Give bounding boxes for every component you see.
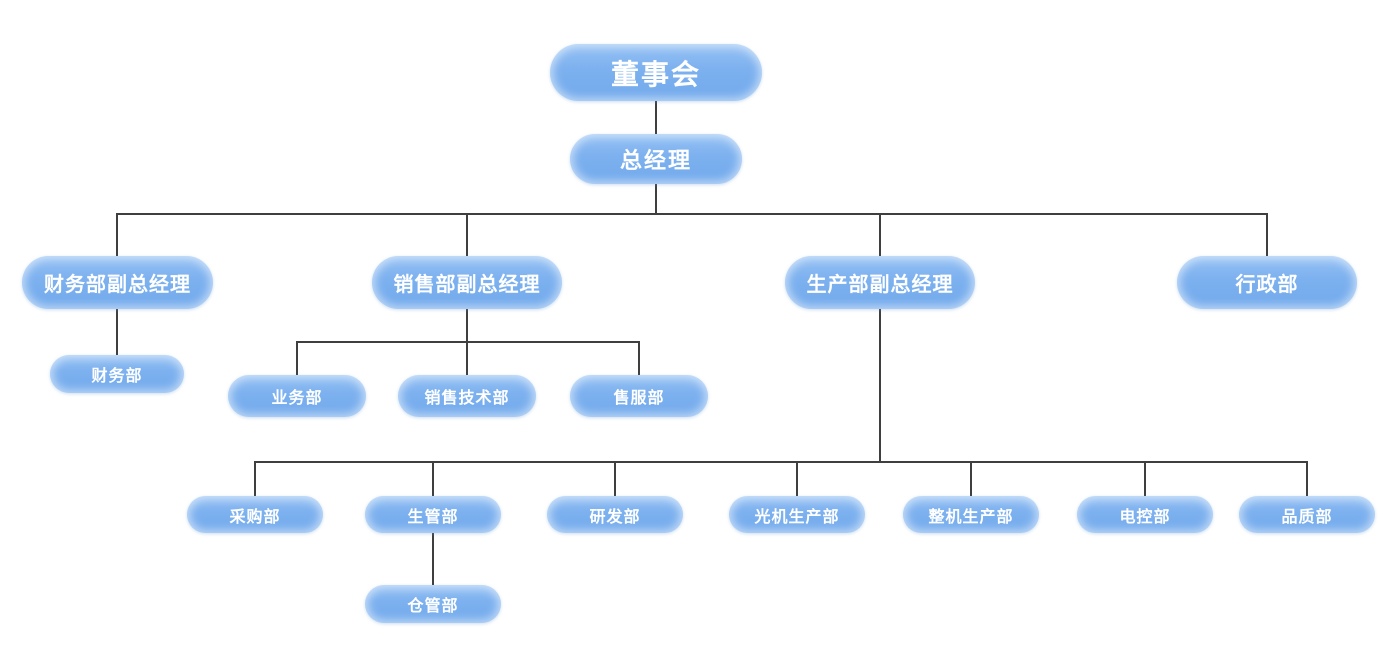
org-node-electric-ctrl[interactable]: 电控部 xyxy=(1077,496,1213,533)
org-node-quality[interactable]: 品质部 xyxy=(1239,496,1375,533)
org-node-electric-ctrl-label: 电控部 xyxy=(1119,506,1171,526)
org-node-warehouse-label: 仓管部 xyxy=(407,596,459,615)
org-node-production-vp-label: 生产部副总经理 xyxy=(806,272,954,296)
org-node-rnd[interactable]: 研发部 xyxy=(547,496,683,533)
org-node-purchasing-label: 采购部 xyxy=(229,506,281,526)
org-node-prod-mgmt[interactable]: 生管部 xyxy=(365,496,501,533)
org-node-optical-prod-label: 光机生产部 xyxy=(754,506,840,526)
org-node-admin[interactable]: 行政部 xyxy=(1177,256,1357,309)
org-node-production-vp[interactable]: 生产部副总经理 xyxy=(785,256,975,309)
org-node-board[interactable]: 董事会 xyxy=(550,44,762,101)
org-node-rnd-label: 研发部 xyxy=(589,506,641,526)
org-node-after-sales-label: 售服部 xyxy=(613,388,665,407)
org-node-after-sales[interactable]: 售服部 xyxy=(570,375,708,417)
org-node-admin-label: 行政部 xyxy=(1235,272,1299,296)
org-node-complete-prod-label: 整机生产部 xyxy=(928,506,1014,526)
org-node-sales-vp-label: 销售部副总经理 xyxy=(393,272,541,296)
org-node-finance-vp-label: 财务部副总经理 xyxy=(44,272,191,296)
org-node-sales-vp[interactable]: 销售部副总经理 xyxy=(372,256,562,309)
org-node-optical-prod[interactable]: 光机生产部 xyxy=(729,496,865,533)
org-node-complete-prod[interactable]: 整机生产部 xyxy=(903,496,1039,533)
org-node-sales-tech-label: 销售技术部 xyxy=(424,388,510,407)
org-node-business-label: 业务部 xyxy=(271,388,323,407)
org-node-board-label: 董事会 xyxy=(610,57,701,91)
org-node-purchasing[interactable]: 采购部 xyxy=(187,496,323,533)
org-node-finance[interactable]: 财务部 xyxy=(50,355,184,393)
org-node-quality-label: 品质部 xyxy=(1281,506,1333,526)
org-node-finance-vp[interactable]: 财务部副总经理 xyxy=(22,256,213,309)
org-node-warehouse[interactable]: 仓管部 xyxy=(365,585,501,623)
org-node-prod-mgmt-label: 生管部 xyxy=(407,506,459,526)
org-node-finance-label: 财务部 xyxy=(91,366,143,385)
org-node-gm-label: 总经理 xyxy=(619,149,692,174)
org-node-business[interactable]: 业务部 xyxy=(228,375,366,417)
org-node-gm[interactable]: 总经理 xyxy=(570,134,742,184)
org-node-sales-tech[interactable]: 销售技术部 xyxy=(398,375,536,417)
